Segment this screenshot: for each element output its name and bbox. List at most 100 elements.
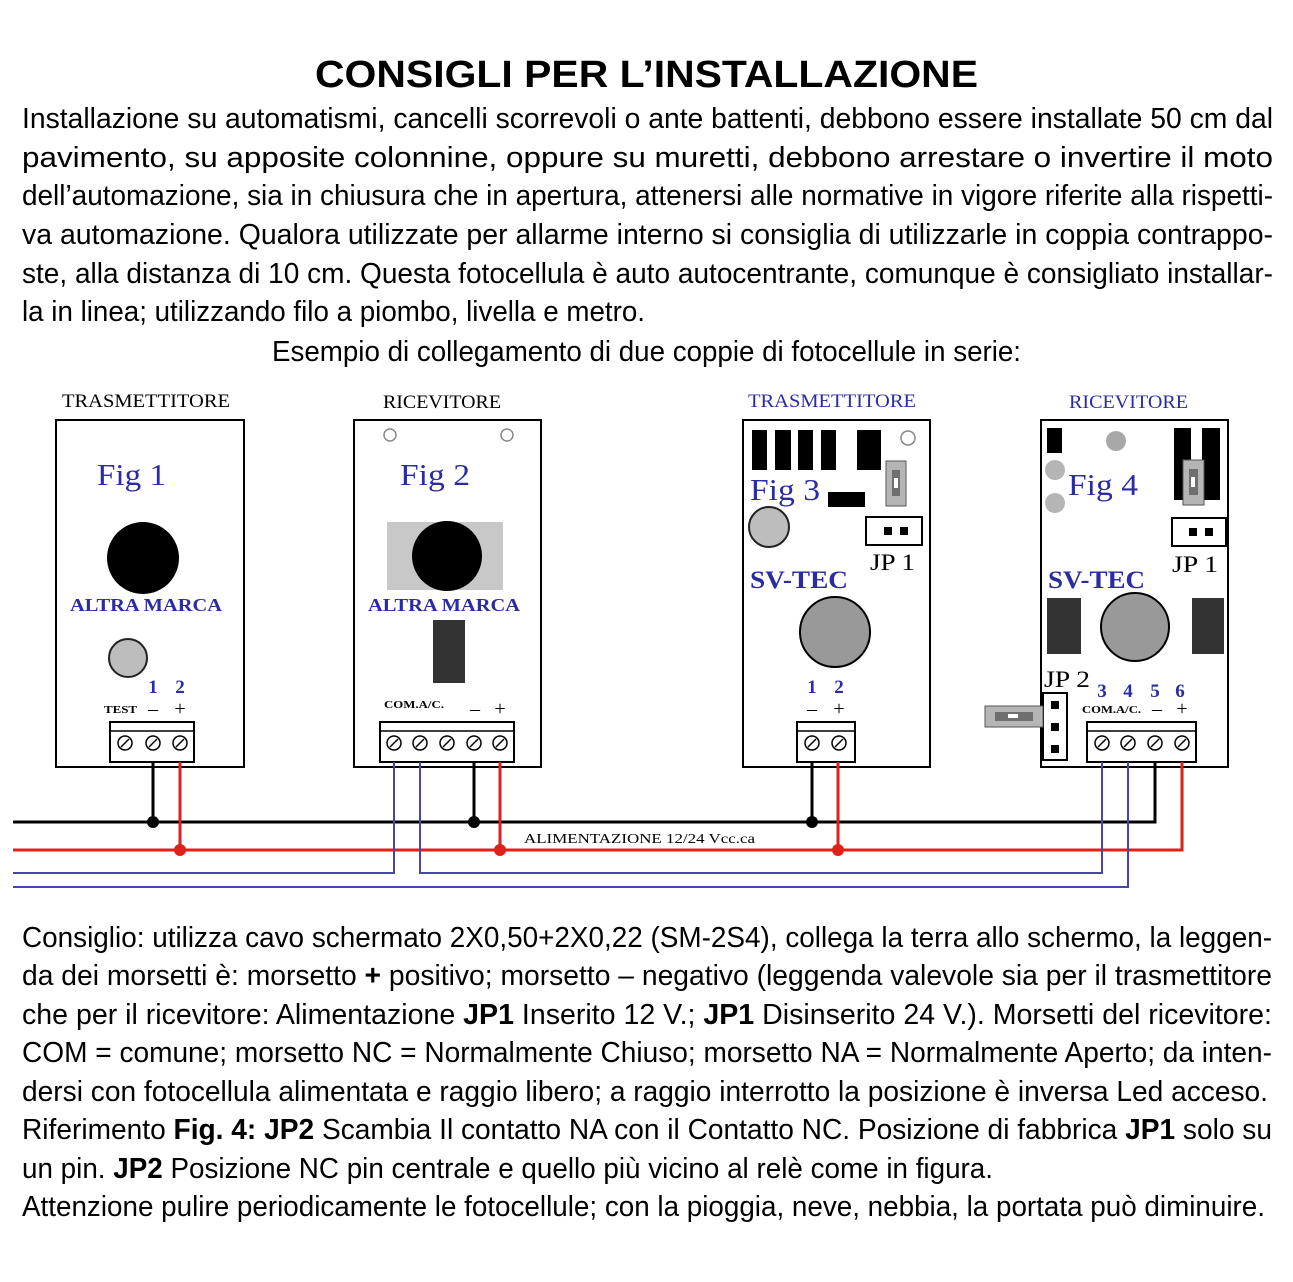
page-title: CONSIGLI PER L’INSTALLAZIONE [315, 54, 978, 96]
transmitter-fig3: TRASMETTITORE Fig 3 JP 1 SV-TEC 1 2 – + [742, 391, 931, 768]
notes-line: dersi con fotocellula alimentata e raggi… [22, 1076, 1268, 1108]
positive-junction-dot [494, 844, 506, 856]
notes-text: che per il ricevitore: Alimentazione [22, 999, 463, 1031]
unit-housing [55, 419, 245, 768]
jumper-cap-slot [894, 478, 898, 488]
component [798, 430, 813, 470]
jp2-jumper-cap [984, 705, 1044, 728]
mounting-hole [900, 430, 916, 446]
lens [1100, 592, 1170, 662]
intro-line: ste, alla distanza di 10 cm. Questa foto… [22, 258, 1273, 290]
brand-label: ALTRA MARCA [368, 595, 520, 615]
intro-line: Installazione su automatismi, cancelli s… [22, 103, 1273, 135]
component [828, 492, 865, 507]
terminal-legend-com-ac: COM.A/C. [1082, 705, 1142, 716]
screw-slot [1177, 738, 1187, 748]
positive-junction-dot [832, 844, 844, 856]
fig-label: Fig 2 [400, 457, 470, 492]
negative-junction-dot [468, 816, 480, 828]
led [748, 506, 790, 548]
jp2-pin [1051, 745, 1059, 753]
unit-heading: RICEVITORE [1069, 392, 1188, 413]
jumper-cap-slot [1191, 477, 1195, 487]
notes-line: COM = comune; morsetto NC = Normalmente … [22, 1037, 1272, 1069]
notes-text [256, 1114, 264, 1146]
notes-bold-term: Fig. 4: [174, 1114, 257, 1146]
relay [1047, 598, 1081, 654]
terminal-number: 1 [807, 677, 817, 698]
terminal-screw [439, 735, 455, 751]
terminal-screw [831, 735, 847, 751]
terminal-screw [117, 735, 133, 751]
terminal-legend-test: TEST [104, 705, 137, 716]
jumper-cap [885, 460, 907, 507]
component [775, 430, 791, 470]
led [1045, 493, 1065, 513]
notes-bold-term: JP1 [703, 999, 754, 1031]
screw-slot [807, 738, 817, 748]
power-supply-label: ALIMENTAZIONE 12/24 Vcc.ca [524, 832, 756, 847]
intro-line: dell’automazione, sia in chiusura che in… [22, 180, 1273, 212]
terminal-legend-minus: – [1151, 698, 1163, 720]
terminal-legend-minus: – [469, 698, 481, 720]
jp1-label: JP 1 [870, 550, 915, 575]
terminal-screw [1147, 735, 1163, 751]
notes-text: Inserito 12 V.; [514, 999, 703, 1031]
notes-line: da dei morsetti è: morsetto + positivo; … [22, 960, 1272, 992]
notes-bold-term: JP2 [113, 1153, 163, 1185]
terminal-block [109, 721, 195, 763]
mounting-hole [500, 428, 514, 442]
relay [433, 620, 465, 683]
jumper-cap [1182, 459, 1205, 506]
terminal-screw [804, 735, 820, 751]
contact-wire-series [419, 762, 1103, 874]
terminal-legend-com-ac: COM.A/C. [384, 700, 445, 711]
terminal-screw [145, 735, 161, 751]
notes-line: Consiglio: utilizza cavo schermato 2X0,5… [22, 922, 1272, 954]
negative-bus-wire [13, 762, 1157, 824]
terminal-number: 2 [175, 677, 185, 698]
jp1-header [865, 516, 923, 546]
led [1045, 460, 1065, 480]
jp2-header [1042, 692, 1068, 761]
notes-text: Disinserito 24 V.). Morsetti del ricevit… [754, 999, 1272, 1031]
terminal-screw [1174, 735, 1190, 751]
mounting-hole [383, 428, 397, 442]
jp1-header [1171, 517, 1227, 547]
terminal-screw [386, 735, 402, 751]
positive-junction-dot [174, 844, 186, 856]
intro-paragraph: Installazione su automatismi, cancelli s… [22, 103, 1273, 328]
jp1-pin [884, 527, 892, 535]
component [752, 430, 767, 470]
terminal-screw [1094, 735, 1110, 751]
unit-housing [353, 419, 542, 768]
lens [412, 521, 482, 591]
brand-label: ALTRA MARCA [70, 595, 222, 615]
contact-wire-return [13, 762, 1129, 888]
positive-bus-wire [13, 762, 1184, 852]
screw-slot [389, 738, 399, 748]
terminal-screw [492, 735, 508, 751]
terminal-legend-minus: – [806, 698, 818, 720]
lens [799, 596, 871, 668]
component [1047, 428, 1062, 453]
fig-label: Fig 1 [97, 457, 166, 492]
terminal-legend-minus: – [147, 698, 159, 720]
receiver-fig2: RICEVITORE Fig 2 ALTRA MARCA COM.A/C. – … [353, 392, 542, 768]
terminal-legend-plus: + [833, 698, 844, 720]
jp1-label: JP 1 [1172, 552, 1218, 577]
terminal-screw [466, 735, 482, 751]
jp1-pin [1189, 528, 1197, 536]
terminal-legend-plus: + [1176, 698, 1187, 720]
notes-text: Posizione NC pin centrale e quello più v… [163, 1153, 993, 1185]
fig-label: Fig 4 [1068, 467, 1139, 502]
unit-heading: TRASMETTITORE [748, 391, 916, 412]
screw-slot [120, 738, 130, 748]
intro-line: pavimento, su apposite colonnine, oppure… [22, 142, 1273, 174]
jp1-header-body [865, 516, 923, 546]
notes-text: solo su [1175, 1114, 1272, 1146]
notes-bold-term: JP2 [264, 1114, 314, 1146]
screw-slot [175, 738, 185, 748]
component [1202, 428, 1220, 500]
